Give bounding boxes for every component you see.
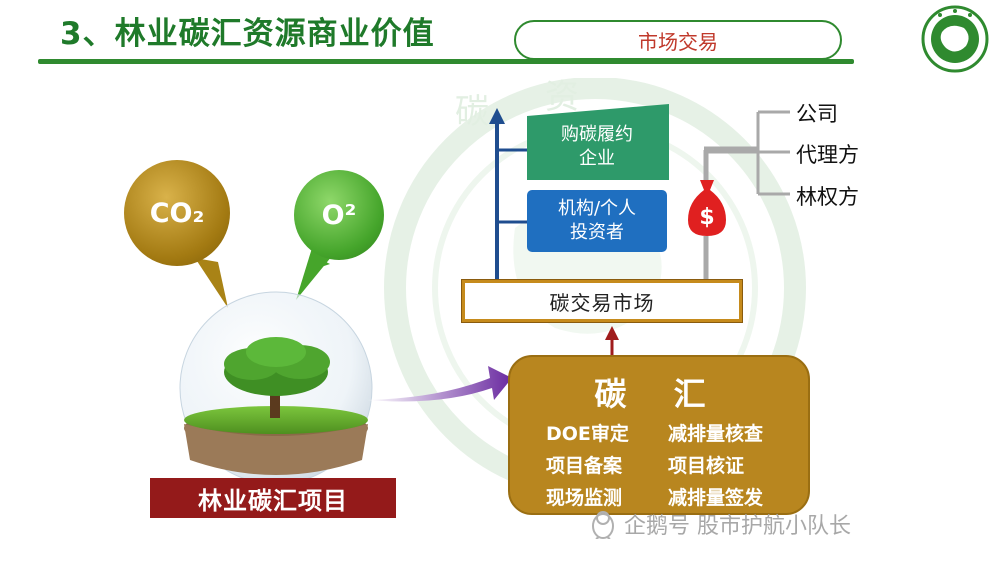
sink-item-project-certification: 项目核证 [668,455,745,477]
watermark-char-1: 碳 [455,92,489,132]
up-arrow-head [489,108,505,124]
watermark-char-2: 资 [545,78,579,117]
footer-watermark: 企鹅号 股市护航小队长 [590,508,851,540]
o2-bubble: O² [294,170,384,260]
buyer-box-shape [527,104,669,180]
title-underline [38,59,854,64]
footer-text: 企鹅号 股市护航小队长 [624,514,851,539]
tree-globe-illustration [179,291,373,485]
party-agent: 代理方 [796,143,859,167]
sink-item-doe-validation: DOE审定 [546,423,629,445]
carbon-sink-box: 碳 汇 DOE审定 减排量核查 项目备案 项目核证 现场监测 减排量签发 [508,355,810,515]
party-forest-owner: 林权方 [796,185,859,209]
page-title: 3、林业碳汇资源商业价值 [60,16,435,52]
project-to-sink-arrow [368,366,512,402]
party-company: 公司 [796,102,838,126]
co2-bubble: CO₂ [124,160,230,266]
seal-logo-icon [921,5,989,73]
sink-item-site-monitoring: 现场监测 [546,487,623,509]
penguin-icon [592,511,614,539]
market-trading-label: 市场交易 [514,20,842,60]
investor-line-2: 投资者 [570,222,624,243]
investor-line-1: 机构/个人 [557,198,637,219]
money-bag-icon: $ [688,180,726,236]
carbon-exchange-box: 碳交易市场 [461,279,743,323]
buyer-line-1: 购碳履约 [561,124,633,145]
forestry-carbon-project-label: 林业碳汇项目 [150,478,396,518]
co2-pointer [195,258,228,308]
sink-item-emission-verification: 减排量核查 [668,423,764,445]
investor-box: 机构/个人 投资者 [527,190,667,252]
carbon-sink-title: 碳 汇 [594,375,724,413]
sink-item-emission-issuance: 减排量签发 [668,487,764,509]
money-symbol: $ [699,205,714,230]
buyer-line-2: 企业 [579,148,615,169]
sink-item-project-registration: 项目备案 [546,455,623,477]
compliance-buyer-box: 购碳履约 企业 [527,116,667,178]
